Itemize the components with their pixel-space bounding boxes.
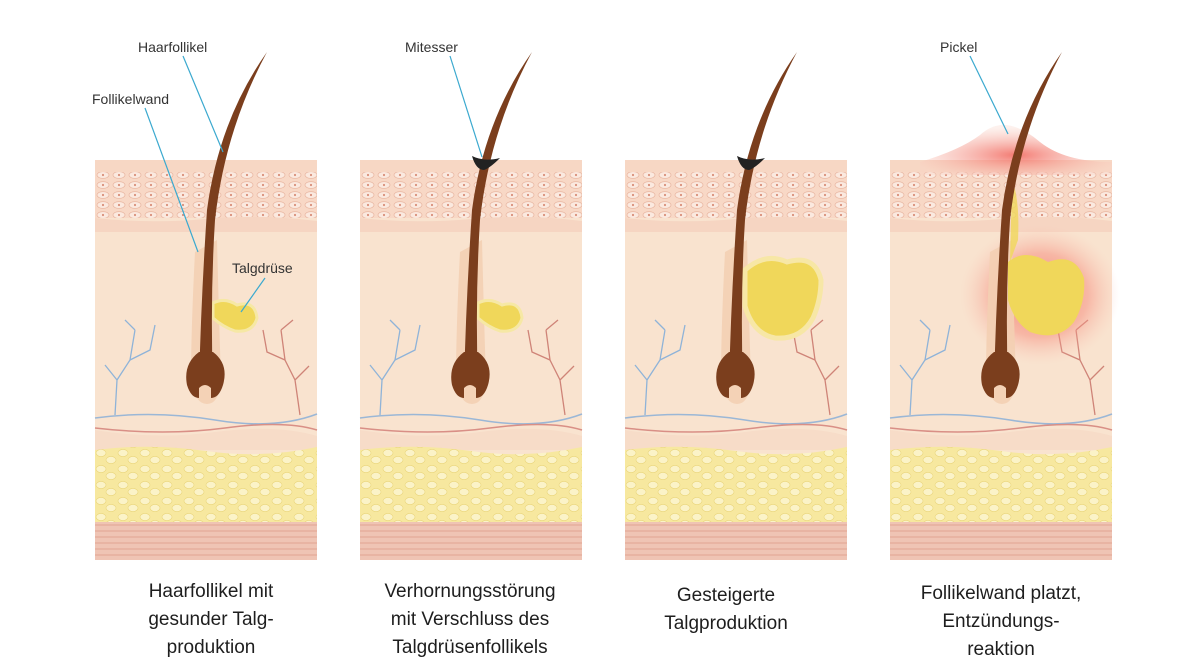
panel-blackhead — [360, 52, 582, 560]
caption-stage-1: Haarfollikel mit gesunder Talg- produkti… — [91, 578, 331, 662]
caption-stage-4: Follikelwand platzt, Entzündungs- reakti… — [881, 580, 1121, 664]
leader-mitesser — [450, 56, 482, 157]
caption-stage-3: Gesteigerte Talgproduktion — [606, 582, 846, 638]
caption-line: gesunder Talg- — [91, 606, 331, 634]
caption-line: mit Verschluss des — [350, 606, 590, 634]
label-talgdruese: Talgdrüse — [232, 260, 293, 276]
caption-line: Haarfollikel mit — [91, 578, 331, 606]
label-pickel: Pickel — [940, 39, 977, 55]
caption-line: Follikelwand platzt, — [881, 580, 1121, 608]
label-mitesser: Mitesser — [405, 39, 458, 55]
caption-line: produktion — [91, 634, 331, 662]
panel-healthy — [95, 52, 317, 560]
caption-line: Talgdrüsenfollikels — [350, 634, 590, 662]
label-haarfollikel: Haarfollikel — [138, 39, 207, 55]
caption-stage-2: Verhornungsstörung mit Verschluss des Ta… — [350, 578, 590, 662]
panel-pimple — [890, 52, 1120, 560]
leader-pickel — [970, 56, 1008, 134]
label-follikelwand: Follikelwand — [92, 91, 169, 107]
caption-line: Talgproduktion — [606, 610, 846, 638]
leader-haarfollikel — [183, 56, 223, 152]
panel-increased-sebum — [625, 52, 847, 560]
caption-line: Entzündungs- — [881, 608, 1121, 636]
caption-line: Verhornungsstörung — [350, 578, 590, 606]
caption-line: Gesteigerte — [606, 582, 846, 610]
enlarged-sebaceous-gland — [745, 258, 821, 338]
acne-stages-diagram: Haarfollikel Follikelwand Talgdrüse Mite… — [0, 0, 1200, 640]
caption-line: reaktion — [881, 636, 1121, 664]
